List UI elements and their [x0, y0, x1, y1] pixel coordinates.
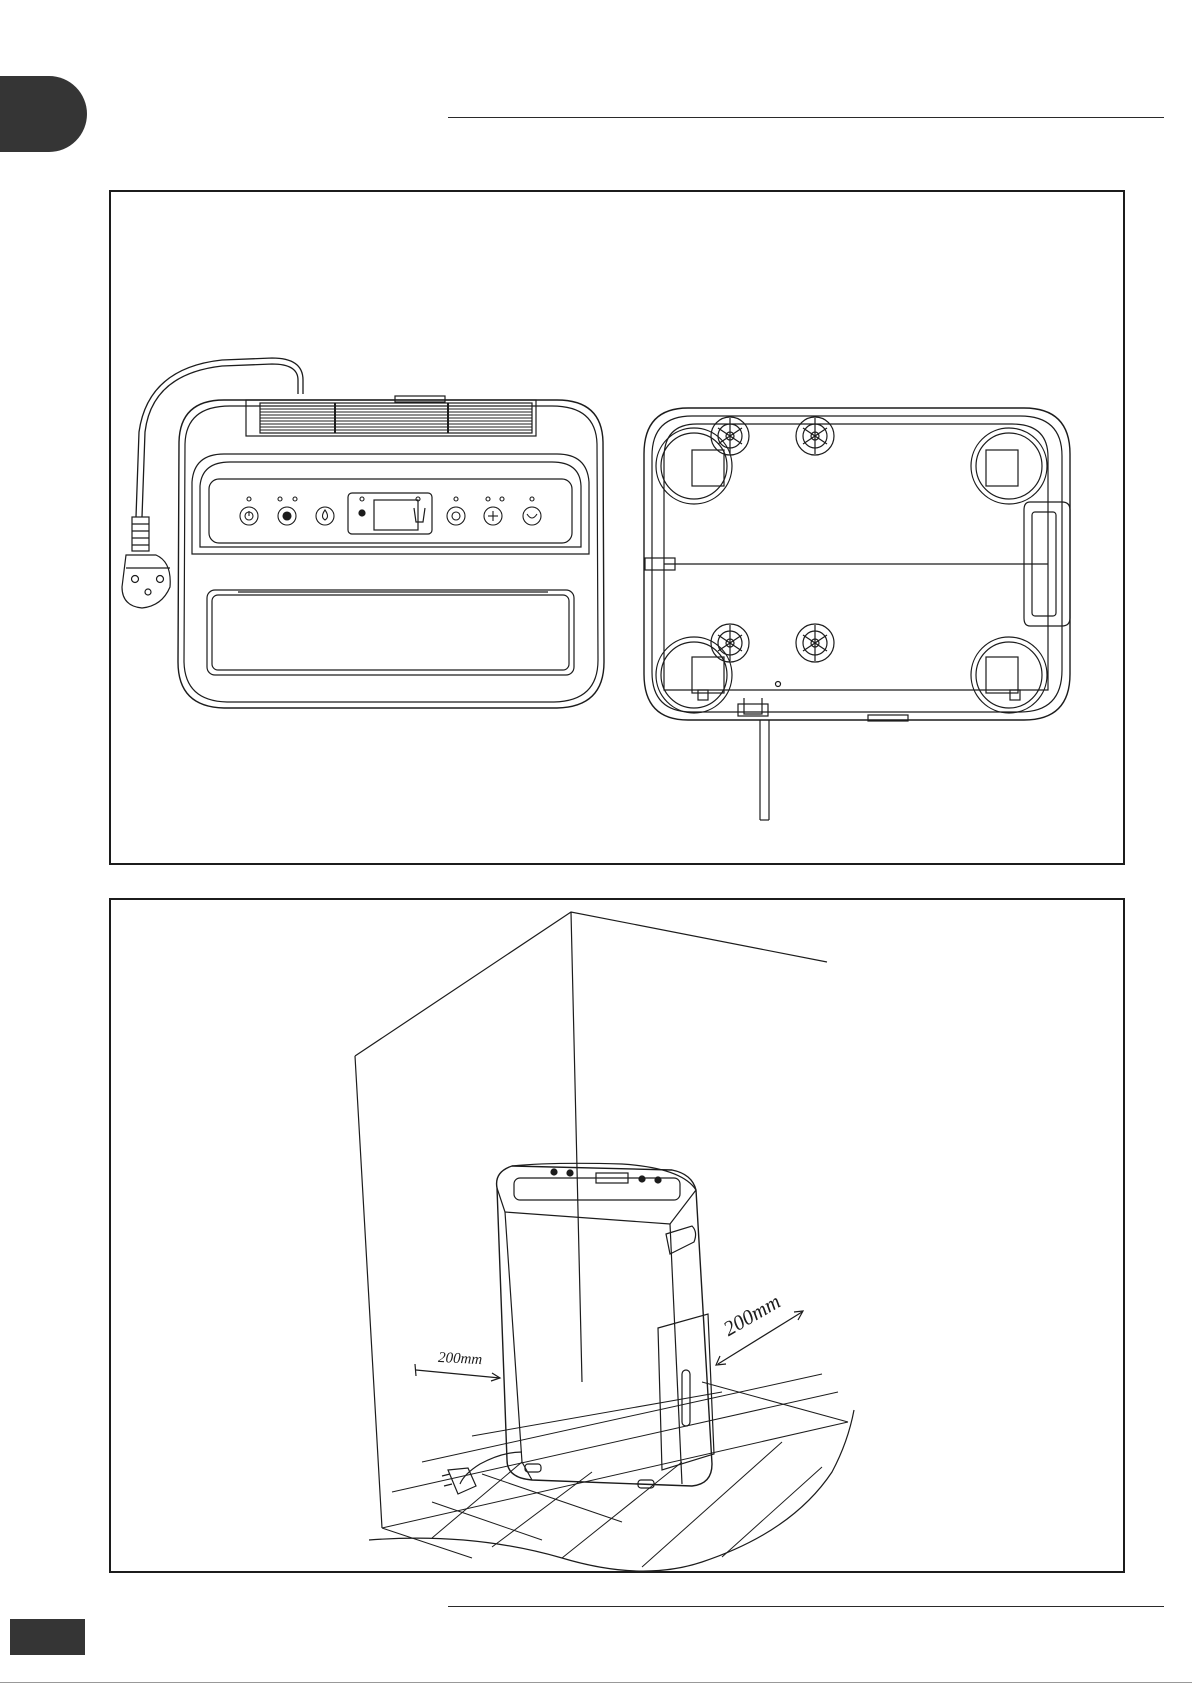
top-view	[122, 358, 604, 708]
figure-2-panel: 200mm 200mm	[109, 898, 1125, 1573]
language-tab	[0, 76, 87, 152]
header-rule	[448, 117, 1164, 118]
corner-walls	[355, 912, 827, 1528]
schuko-plug-icon	[122, 555, 170, 608]
floor-tiles	[382, 1374, 848, 1567]
rubber-feet	[711, 417, 834, 662]
caster-wheels	[656, 428, 1047, 713]
water-tank-front	[207, 590, 574, 675]
left-clearance-label: 200mm	[438, 1350, 483, 1369]
left-clearance-arrow	[416, 1370, 500, 1378]
control-buttons	[240, 497, 541, 525]
bottom-view	[644, 408, 1070, 820]
figure-1-panel	[109, 190, 1125, 865]
cord-strain-relief	[132, 517, 149, 551]
figure-2-drawing	[111, 900, 1123, 1571]
page-number-tab	[10, 1619, 85, 1655]
page-bottom-edge	[0, 1682, 1192, 1683]
figure-1-drawing	[111, 192, 1123, 863]
power-cord	[142, 364, 298, 517]
footer-rule	[448, 1606, 1164, 1607]
water-tank	[658, 1314, 714, 1470]
floor-edge	[369, 1410, 854, 1571]
